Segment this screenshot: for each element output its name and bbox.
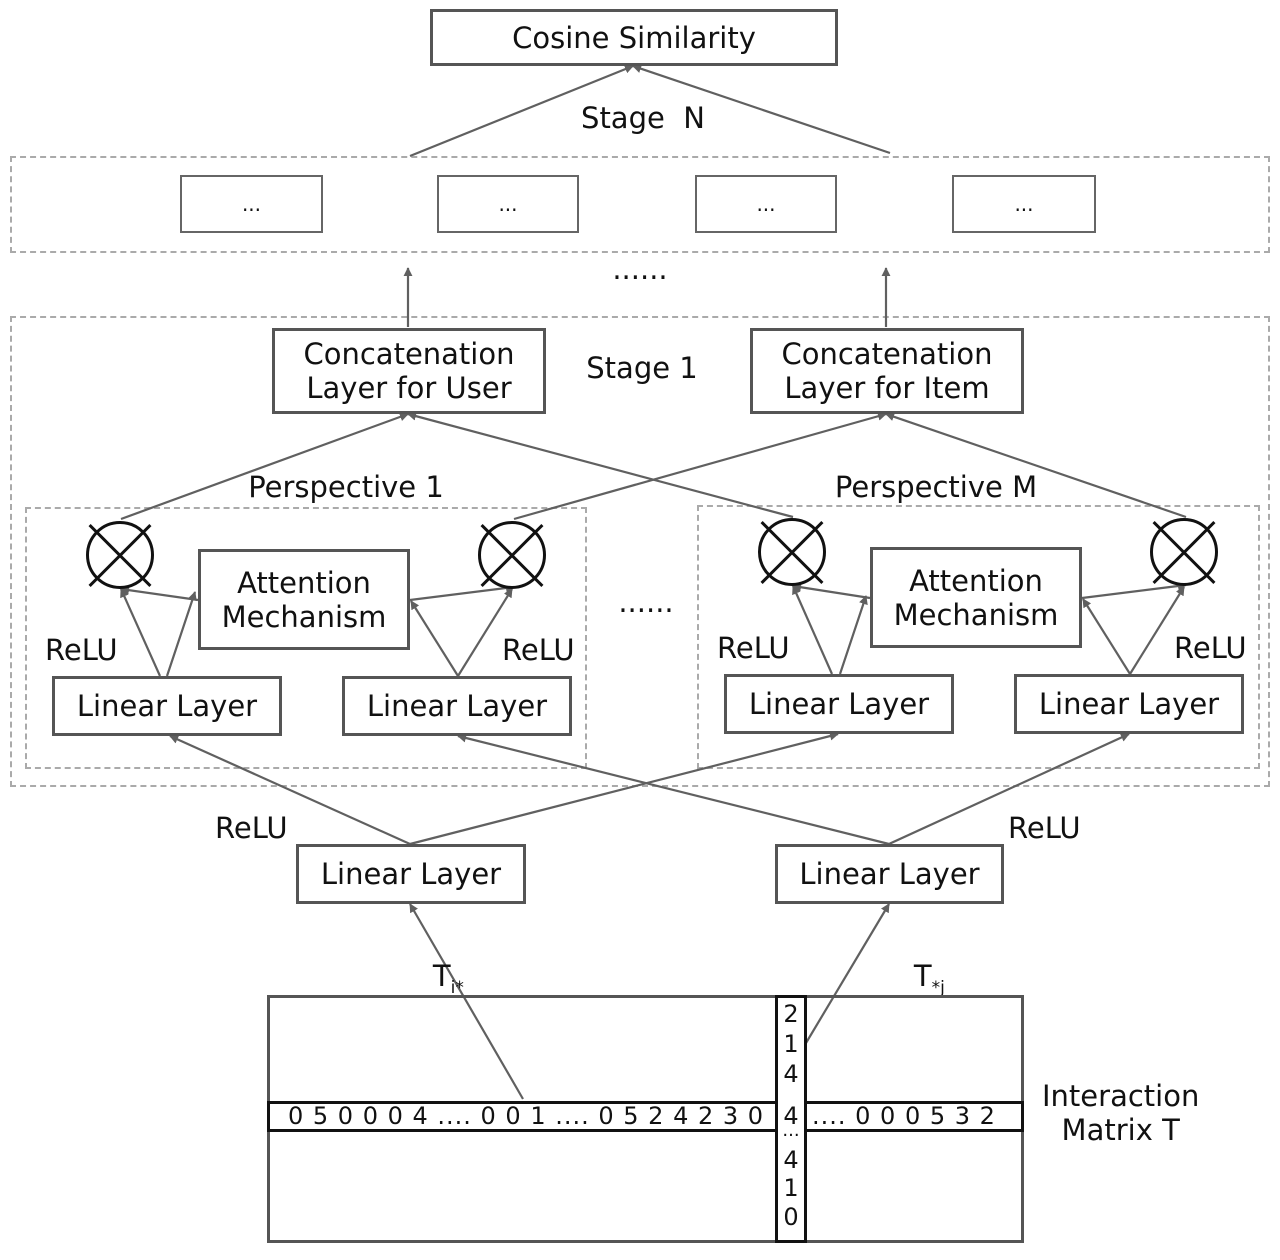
placeholder-box-2: ...: [437, 175, 579, 233]
concat-user-box: Concatenation Layer for User: [272, 328, 546, 414]
placeholder-box-3: ...: [695, 175, 837, 233]
linear-layer-p1-left: Linear Layer: [52, 676, 282, 736]
arrow-linear-to-mult-pml: [791, 585, 834, 675]
matrix-col-value: 0: [783, 1203, 799, 1231]
arrow-to-cosine-right: [632, 64, 891, 155]
stage-1-label: Stage 1: [586, 351, 698, 385]
arrow-pm-right-to-item: [885, 412, 1187, 519]
multiply-icon-pm-left: [758, 518, 826, 586]
input-item-label: T*j: [877, 925, 945, 1039]
matrix-column-highlight: [775, 995, 807, 1243]
relu-label-p1-right: ReLU: [502, 633, 575, 667]
linear-layer-item: Linear Layer: [775, 844, 1004, 904]
relu-label-pm-left: ReLU: [717, 631, 790, 665]
input-user-subscript: i*: [450, 977, 464, 998]
arrow-to-cosine-left: [409, 64, 634, 158]
stage-n-label: Stage N: [581, 101, 705, 135]
relu-label-pm-right: ReLU: [1174, 631, 1247, 665]
matrix-col-value: 2: [783, 1000, 799, 1028]
arrow-col-to-item-linear: [805, 903, 890, 1044]
relu-label-user: ReLU: [215, 811, 288, 845]
matrix-col-value: 4: [783, 1146, 799, 1174]
perspective-m-group: [697, 505, 1260, 769]
multiply-icon-p1-right: [478, 521, 546, 589]
arrow-linear-to-mult-p1l-2: [165, 591, 197, 677]
matrix-col-ellipsis: ...: [782, 1120, 800, 1141]
matrix-row-values-left: 0 5 0 0 0 4 .... 0 0 1 .... 0 5 2 4 2 3 …: [288, 1102, 765, 1130]
arrow-attn-to-mult-p1r: [409, 583, 515, 602]
arrow-item-to-pmr: [888, 733, 1130, 845]
matrix-row-values-right: .... 0 0 0 5 3 2: [812, 1102, 996, 1130]
perspective-1-label: Perspective 1: [248, 470, 444, 504]
stage-ellipsis: ......: [612, 252, 668, 286]
interaction-matrix-label: Interaction Matrix T: [1042, 1079, 1200, 1147]
arrow-attn-to-mult-pmr: [1081, 581, 1187, 600]
input-item-subscript: *j: [931, 977, 945, 998]
attention-mechanism-p1: Attention Mechanism: [198, 549, 410, 650]
arrow-linear-to-mult-pmr: [1129, 586, 1185, 675]
input-user-label: Ti*: [396, 925, 464, 1039]
arrow-item-to-p1r: [457, 733, 890, 846]
placeholder-box-1: ...: [180, 175, 323, 233]
arrow-linear-to-mult-pml-2: [838, 595, 868, 675]
matrix-col-value: 1: [783, 1030, 799, 1058]
arrow-user-to-p1l: [169, 734, 411, 846]
arrow-linear-to-mult-p1r: [457, 588, 513, 677]
input-item-symbol: T: [913, 959, 932, 993]
cosine-similarity-box: Cosine Similarity: [430, 9, 838, 66]
input-user-symbol: T: [432, 959, 451, 993]
arrow-attn-to-mult-p1l: [120, 585, 199, 602]
arrow-p1-left-to-user: [120, 412, 409, 521]
arrow-linear-to-attn-p1r: [410, 600, 459, 677]
linear-layer-pm-right: Linear Layer: [1014, 674, 1244, 734]
perspective-ellipsis: ......: [618, 585, 674, 619]
multiply-icon-pm-right: [1150, 518, 1218, 586]
concat-item-box: Concatenation Layer for Item: [750, 328, 1024, 414]
matrix-col-value: 1: [783, 1174, 799, 1202]
arrow-user-to-pml: [409, 731, 839, 846]
multiply-icon-p1-left: [86, 521, 154, 589]
relu-label-p1-left: ReLU: [45, 633, 118, 667]
arrow-p1-right-to-item: [513, 411, 887, 521]
arrow-linear-to-attn-pmr: [1082, 598, 1131, 675]
stage-n-group: [10, 156, 1270, 253]
linear-layer-p1-right: Linear Layer: [342, 676, 572, 736]
perspective-m-label: Perspective M: [834, 470, 1038, 504]
arrow-row-to-user-linear: [409, 903, 524, 1100]
linear-layer-user: Linear Layer: [296, 844, 526, 904]
arrow-attn-to-mult-pml: [792, 582, 871, 600]
matrix-col-value: 4: [783, 1060, 799, 1088]
attention-mechanism-pm: Attention Mechanism: [870, 547, 1082, 648]
perspective-1-group: [25, 507, 587, 769]
relu-label-item: ReLU: [1008, 811, 1081, 845]
matrix-row-highlight: [267, 1101, 1024, 1132]
linear-layer-pm-left: Linear Layer: [724, 674, 954, 734]
arrow-pm-left-to-user: [407, 411, 794, 519]
arrow-linear-to-mult-p1l: [119, 588, 162, 677]
matrix-col-center-value: 4: [783, 1102, 799, 1130]
placeholder-box-4: ...: [952, 175, 1096, 233]
